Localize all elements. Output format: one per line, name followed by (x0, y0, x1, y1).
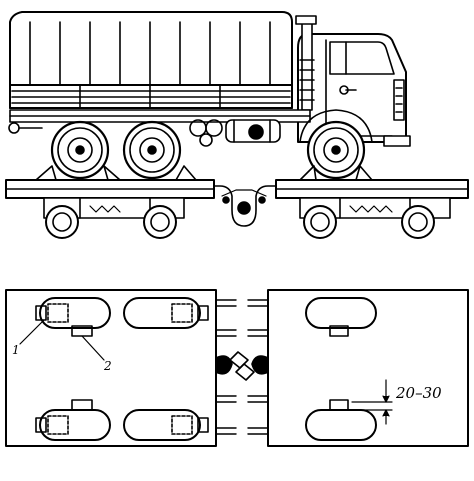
callout-label-2: 2 (103, 359, 112, 373)
side-view (5, 11, 469, 239)
flatcar-right (275, 179, 469, 239)
plan-view (5, 289, 469, 447)
dimension-marker (351, 379, 393, 425)
truck-cab (295, 15, 411, 147)
flatcar-left (5, 179, 215, 239)
stake-pockets (215, 299, 269, 435)
callout-label-1: 1 (12, 343, 20, 357)
truck-wheel-front (299, 109, 373, 180)
plan-wheel-rear2-left-top (123, 297, 209, 329)
truck-wheel-rear-1 (50, 120, 110, 180)
cargo-body (9, 11, 293, 109)
truck-chassis (8, 109, 311, 147)
callout-1-leader (19, 319, 45, 345)
plan-wheel-front-top (305, 297, 377, 337)
plan-wheel-rear-left-top (35, 297, 111, 337)
coupling (213, 185, 277, 227)
plan-wheel-front-bottom (305, 399, 377, 441)
dimension-label: 20–30 (395, 384, 442, 402)
plan-wheel-rear2-left-bottom (123, 409, 209, 441)
callout-2-leader (81, 335, 105, 361)
coupler-plan (215, 351, 269, 381)
plan-wheel-rear-left-bottom (35, 399, 111, 441)
truck-wheel-rear-2 (122, 120, 182, 180)
